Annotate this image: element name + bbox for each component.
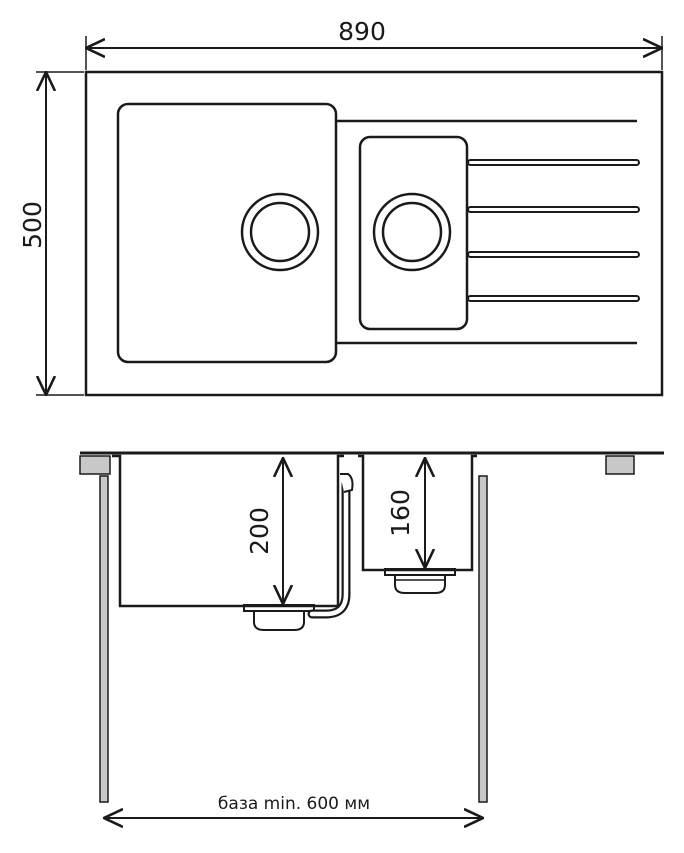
main-drain-cup <box>253 611 305 631</box>
countertop-edge-left <box>79 455 111 475</box>
main-drain-inner <box>249 201 311 263</box>
top-view <box>36 36 664 397</box>
side-view-dimensions <box>104 458 483 818</box>
overflow-outlet <box>340 473 354 493</box>
base-label: база min. 600 мм <box>218 794 370 814</box>
drain-groove-4 <box>467 295 640 302</box>
sink-outline <box>84 70 664 397</box>
main-bowl-depth-label: 200 <box>245 507 274 555</box>
drain-groove-2 <box>467 206 640 213</box>
small-bowl-depth-label: 160 <box>386 489 415 537</box>
main-bowl <box>116 102 338 364</box>
main-drain-flange <box>243 604 315 612</box>
width-label: 890 <box>338 17 386 46</box>
drain-groove-3 <box>467 251 640 258</box>
small-drain-flange <box>384 568 456 576</box>
cabinet-wall-right <box>478 475 488 803</box>
small-drain-cup <box>394 575 446 594</box>
drain-groove-1 <box>467 159 640 166</box>
overflow-pipe <box>307 479 351 619</box>
main-bowl-profile <box>112 454 344 608</box>
overflow-pipe-inner <box>309 481 349 617</box>
countertop-edge-right <box>605 455 635 475</box>
side-view <box>79 451 664 803</box>
depth-label: 500 <box>18 201 47 249</box>
small-bowl-profile <box>358 454 477 572</box>
small-bowl <box>358 135 469 331</box>
small-drain-inner <box>381 201 443 263</box>
main-drain-outer <box>240 192 320 272</box>
small-drain-outer <box>372 192 452 272</box>
cabinet-wall-left <box>99 475 109 803</box>
